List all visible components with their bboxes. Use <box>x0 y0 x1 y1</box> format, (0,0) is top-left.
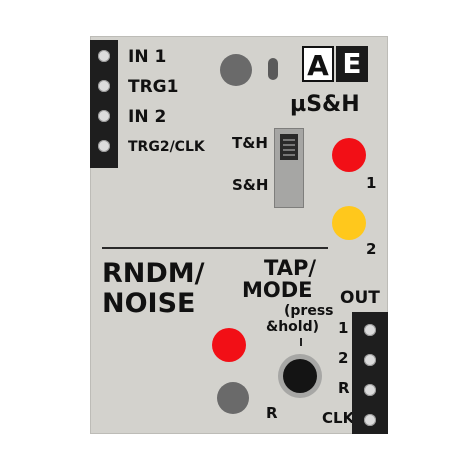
top-knob[interactable] <box>220 54 252 86</box>
tap-note-line2: &hold) <box>266 319 320 335</box>
led-1 <box>332 138 366 172</box>
input-label-trg2-clk: TRG2/CLK <box>128 139 205 155</box>
input-label-in1: IN 1 <box>128 47 167 67</box>
switch-label-th: T&H <box>232 134 268 152</box>
tap-button[interactable] <box>278 354 322 398</box>
input-label-in2: IN 2 <box>128 107 167 127</box>
logo: A E <box>302 46 370 84</box>
tap-button-cap[interactable] <box>283 359 317 393</box>
mode-switch[interactable] <box>274 128 304 208</box>
input-jack-in1[interactable] <box>98 50 110 62</box>
input-label-trg1: TRG1 <box>128 77 179 97</box>
input-jack-strip <box>90 40 118 168</box>
rate-knob-label: R <box>266 404 278 422</box>
led-2-label: 2 <box>366 240 377 258</box>
output-label-r: R <box>338 379 350 397</box>
output-jack-2[interactable] <box>364 354 376 366</box>
tap-note-line1: (press <box>284 303 334 319</box>
output-jack-r[interactable] <box>364 384 376 396</box>
input-jack-in2[interactable] <box>98 110 110 122</box>
led-rndm <box>212 328 246 362</box>
output-label-2: 2 <box>338 349 349 367</box>
switch-handle[interactable] <box>280 134 298 160</box>
logo-letter-a: A <box>302 46 334 82</box>
input-jack-trg1[interactable] <box>98 80 110 92</box>
switch-label-sh: S&H <box>232 176 269 194</box>
output-label-1: 1 <box>338 319 349 337</box>
output-title: OUT <box>340 288 380 308</box>
model-name: µS&H <box>290 92 360 117</box>
rate-knob[interactable] <box>217 382 249 414</box>
input-jack-trg2-clk[interactable] <box>98 140 110 152</box>
module-panel: IN 1 TRG1 IN 2 TRG2/CLK A E µS&H T&H S&H… <box>90 36 388 434</box>
rndm-title-line1: RNDM/ <box>102 258 205 289</box>
tap-label-line1: TAP/ <box>264 256 317 280</box>
rndm-title-line2: NOISE <box>102 288 196 319</box>
tap-button-marker <box>300 338 302 346</box>
logo-letter-e: E <box>336 46 368 82</box>
output-jack-1[interactable] <box>364 324 376 336</box>
output-jack-clk[interactable] <box>364 414 376 426</box>
output-label-clk: CLK <box>322 409 355 427</box>
tap-label-line2: MODE <box>242 278 313 302</box>
led-1-label: 1 <box>366 174 377 192</box>
led-2 <box>332 206 366 240</box>
status-led <box>268 58 278 80</box>
output-jack-strip <box>352 312 388 434</box>
section-divider <box>102 247 328 249</box>
